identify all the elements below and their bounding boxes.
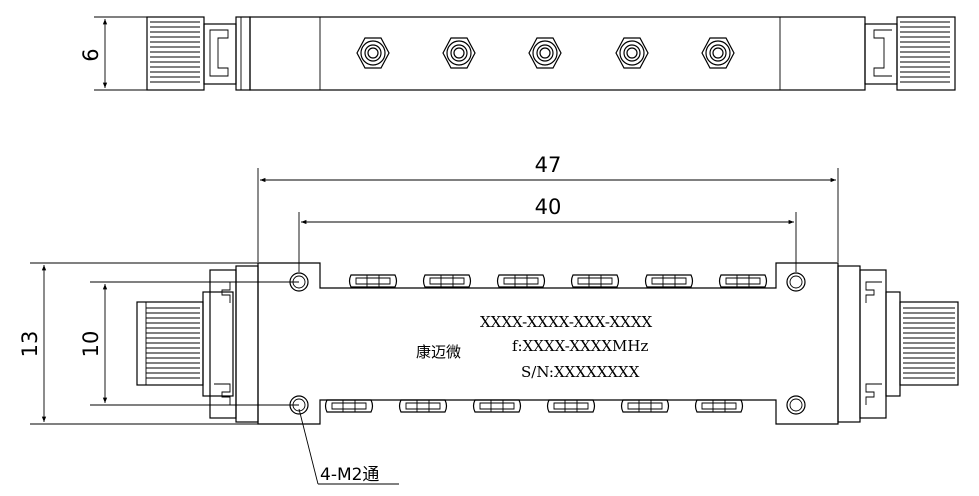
tuning-screw xyxy=(528,37,562,69)
dim-top-height: 6 xyxy=(79,48,103,61)
tuning-nut xyxy=(718,274,768,288)
tuning-screw xyxy=(701,37,735,69)
hole-callout: 4-M2通 xyxy=(320,465,379,485)
dim-overall-length: 47 xyxy=(535,153,562,177)
frequency-label: f:XXXX-XXXXMHz xyxy=(512,337,648,355)
dim-hole-vertical: 10 xyxy=(79,331,103,358)
nut-row-bottom xyxy=(324,399,744,413)
front-view: 47 40 13 10 xyxy=(18,153,959,485)
front-right-connector xyxy=(837,265,959,423)
tuning-screw xyxy=(615,37,649,69)
top-view: 6 xyxy=(79,16,956,91)
tuning-nut xyxy=(398,399,448,413)
mounting-hole xyxy=(289,272,309,292)
front-left-connector xyxy=(136,265,259,423)
tuning-nut xyxy=(422,274,472,288)
tuning-nut xyxy=(348,274,398,288)
tuning-nut xyxy=(472,399,522,413)
mounting-hole xyxy=(786,395,806,415)
tuning-nut xyxy=(546,399,596,413)
top-left-connector xyxy=(146,16,251,91)
tuning-nut xyxy=(570,274,620,288)
mounting-hole xyxy=(289,395,309,415)
tuning-nut xyxy=(496,274,546,288)
top-right-connector xyxy=(864,16,956,91)
tuning-nut xyxy=(620,399,670,413)
serial-label: S/N:XXXXXXXX xyxy=(521,363,640,381)
brand-label: 康迈微 xyxy=(416,343,461,361)
front-body xyxy=(257,262,839,425)
tuning-screw xyxy=(442,37,476,69)
tuning-nut xyxy=(694,399,744,413)
dim-overall-height: 13 xyxy=(18,331,42,358)
tuning-screw xyxy=(356,37,390,69)
mounting-hole xyxy=(786,272,806,292)
tuning-nut xyxy=(324,399,374,413)
part-number-label: XXXX-XXXX-XXX-XXXX xyxy=(480,313,652,331)
nut-row-top xyxy=(348,274,768,288)
tuning-nut xyxy=(644,274,694,288)
dim-hole-spacing: 40 xyxy=(535,195,562,219)
